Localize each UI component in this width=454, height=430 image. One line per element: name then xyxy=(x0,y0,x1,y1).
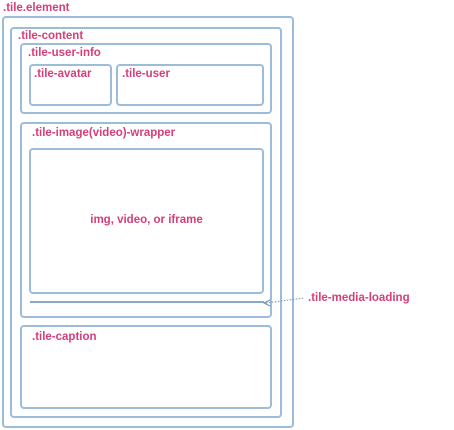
tile-caption-box xyxy=(20,325,272,409)
tile-content-label: .tile-content xyxy=(18,30,84,42)
tile-user-info-label: .tile-user-info xyxy=(28,47,101,59)
tile-element-box xyxy=(2,16,294,428)
media-placeholder-label: img, video, or iframe xyxy=(90,214,203,226)
tile-avatar-label: .tile-avatar xyxy=(34,68,92,80)
tile-media-loading-label: .tile-media-loading xyxy=(308,292,410,304)
tile-user-info-box xyxy=(20,43,272,114)
media-placeholder-box xyxy=(29,148,264,294)
tile-content-box xyxy=(10,27,282,418)
tile-image-wrapper-label: .tile-image(video)-wrapper xyxy=(32,127,176,139)
tile-element-label: .tile.element xyxy=(3,2,70,14)
tile-user-box xyxy=(116,64,264,106)
tile-caption-label: .tile-caption xyxy=(32,331,97,343)
tile-avatar-box xyxy=(29,64,112,106)
media-loading-bar xyxy=(30,301,264,303)
tile-image-wrapper-box xyxy=(20,122,272,318)
tile-user-label: .tile-user xyxy=(122,68,170,80)
